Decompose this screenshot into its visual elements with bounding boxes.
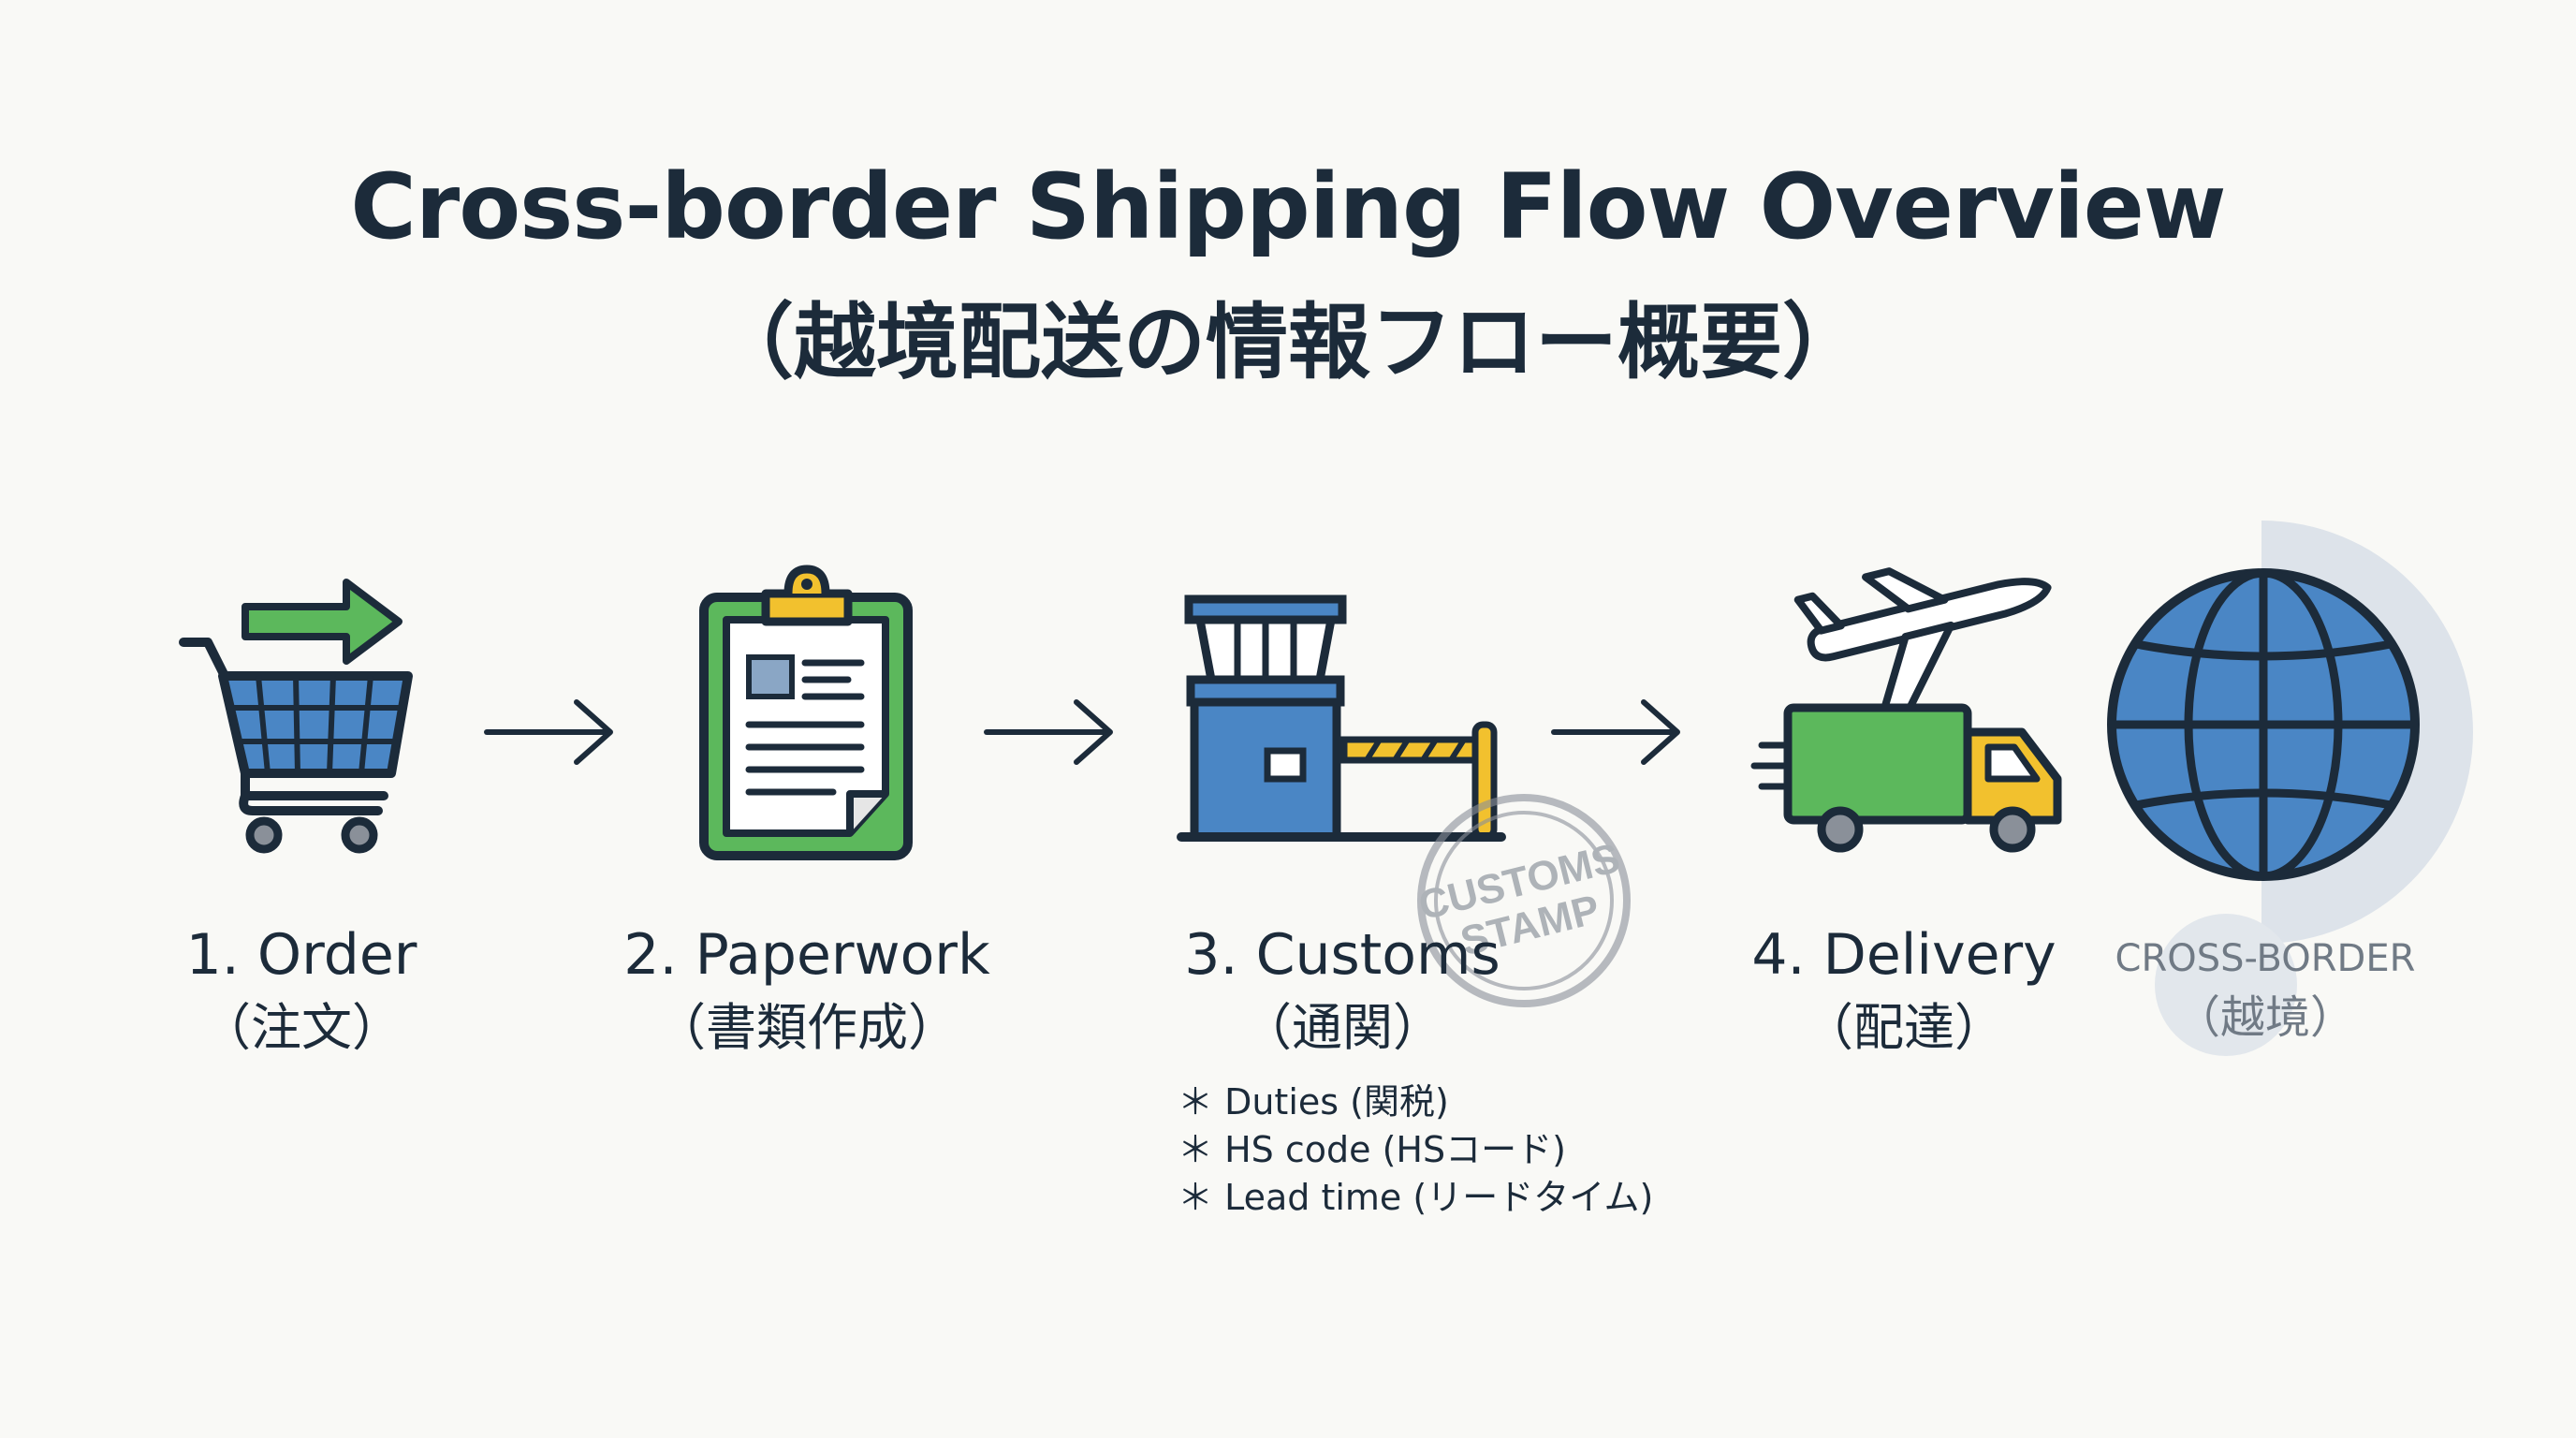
- clipboard-document-icon: [699, 565, 913, 860]
- flow-arrow-2: [984, 699, 1113, 765]
- step-delivery-name-ja: （配達）: [1803, 998, 2005, 1057]
- page-title: Cross-border Shipping Flow Overview: [350, 154, 2226, 259]
- step-paperwork-name: 2. Paperwork: [623, 922, 990, 988]
- page-subtitle: （越境配送の情報フロー概要）: [710, 294, 1865, 390]
- customs-notes: ＊ Duties (関税) ＊ HS code (HSコード) ＊ Lead t…: [1178, 1078, 1653, 1222]
- cross-border-label: CROSS-BORDER （越境）: [2087, 931, 2443, 1049]
- step-delivery-name: 4. Delivery: [1751, 922, 2056, 988]
- flow-arrow-3: [1551, 699, 1680, 765]
- step-customs-name-ja: （通関）: [1241, 998, 1443, 1057]
- step-order-name: 1. Order: [185, 922, 417, 988]
- step-order-name-ja: （注文）: [200, 998, 402, 1057]
- truck-airplane-icon: [1750, 567, 2062, 853]
- airplane-icon: [1793, 567, 2052, 726]
- globe-icon: [2107, 521, 2473, 1056]
- step-customs-name: 3. Customs: [1184, 922, 1500, 988]
- step-customs: 3. Customs （通関）: [1061, 917, 1623, 1064]
- cross-border-ja: （越境）: [2174, 991, 2355, 1044]
- note-duties: ＊ Duties (関税): [1178, 1081, 1449, 1123]
- note-lead-time: ＊ Lead time (リードタイム): [1178, 1177, 1654, 1218]
- shopping-cart-icon: [179, 579, 413, 854]
- step-order: 1. Order （注文）: [21, 917, 582, 1064]
- step-delivery: 4. Delivery （配達）: [1623, 917, 2185, 1064]
- flow-arrow-1: [484, 699, 613, 765]
- order-arrow-icon: [242, 579, 402, 665]
- cross-border-en: CROSS-BORDER: [2115, 937, 2416, 980]
- step-paperwork: 2. Paperwork （書類作成）: [526, 917, 1088, 1064]
- customs-booth-icon: [1177, 594, 1506, 842]
- note-hs-code: ＊ HS code (HSコード): [1178, 1129, 1566, 1170]
- step-paperwork-name-ja: （書類作成）: [655, 998, 959, 1057]
